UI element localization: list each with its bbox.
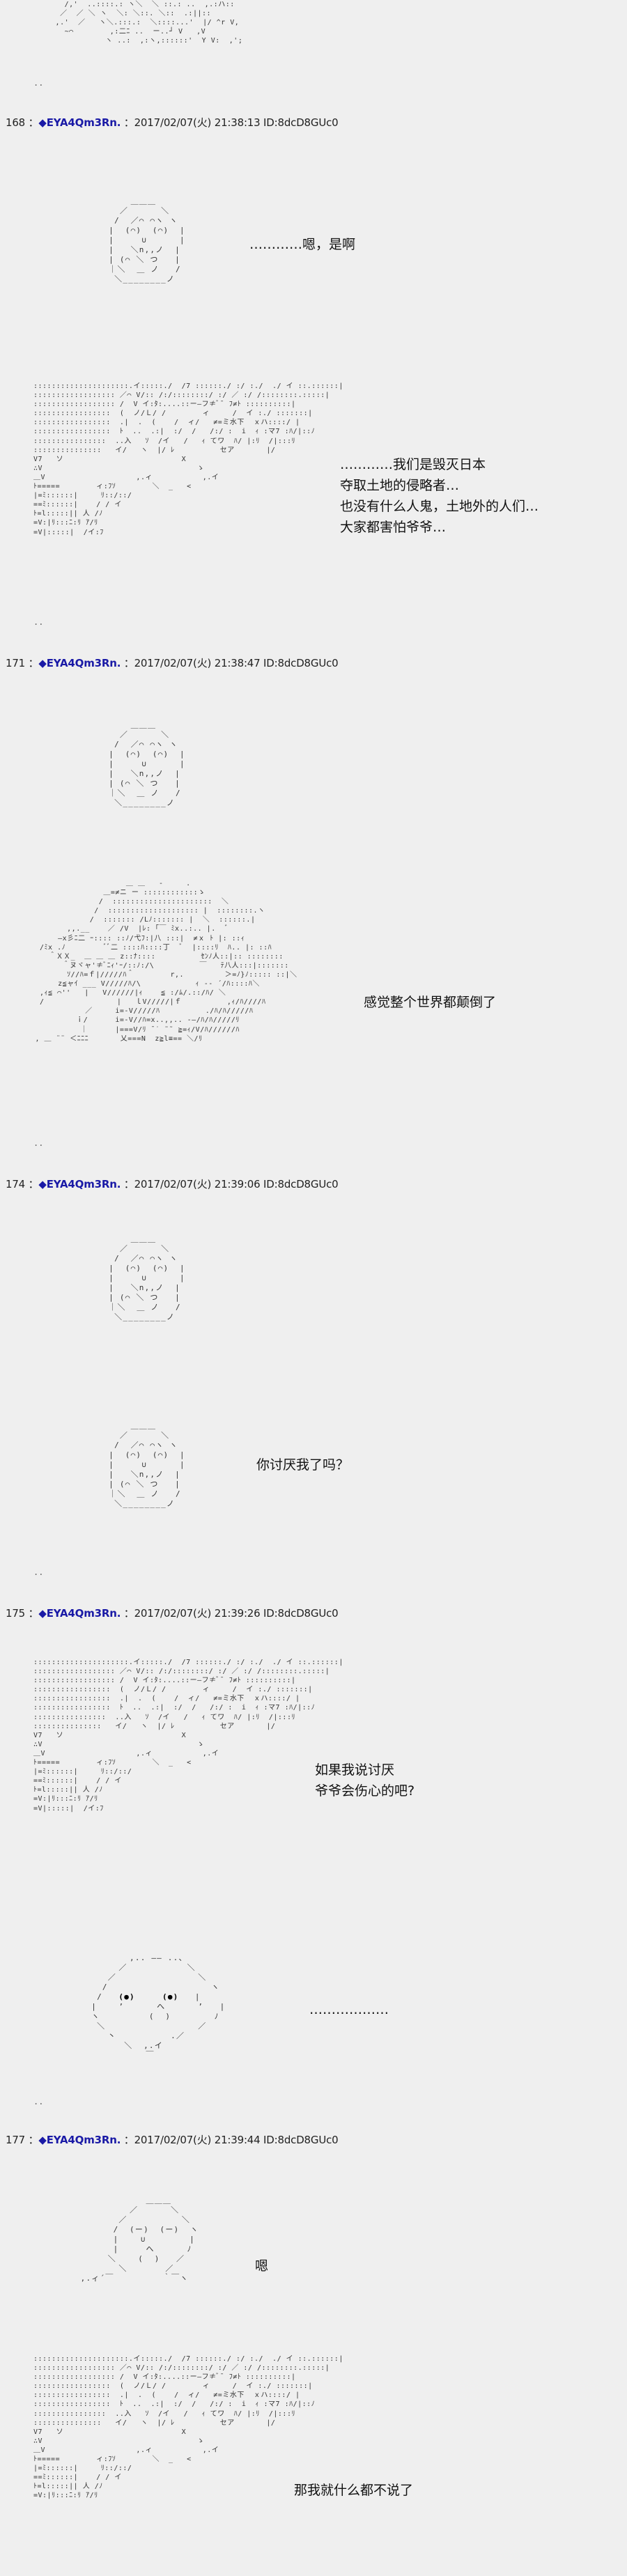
trip-diamond-icon: ◆ [38,1178,47,1190]
post-meta: 2017/02/07(火) 21:39:44 ID:8dcD8GUc0 [134,2134,339,2146]
separator-dots: .. [33,1138,44,1148]
post-header-174: 174 ：◆EYA4Qm3Rn. ：2017/02/07(火) 21:39:06… [6,1178,339,1190]
ascii-art-scene-171: ＿ ＿ - . ＿=≠ニ ー ::::::::::::ゝ / :::::::::… [35,880,297,1043]
dialog-text: 如果我说讨厌 爷爷会伤心的吧? [315,1762,415,1799]
ascii-art-face-175: ,.. ―― ..、 ／ ＼ ／ ＼ / ヽ / (●) (●) | | ’ へ… [91,1953,226,2060]
ascii-art-face-174b: ＿＿＿ ／ ＼ / ／⌒ ⌒ヽ ヽ | (⌒) (⌒) | | ∪ | | ＼n… [109,1421,185,1508]
ascii-art-scene-168: :::::::::::::::::::::.イ:::::./ /7 ::::::… [33,382,343,536]
poster-name[interactable]: EYA4Qm3Rn. [46,1607,121,1620]
ascii-art-top-remnant: /,' ..::::.: ヽ＼ ＼ ::.: .. ,.:ハ:: ／ ／ ＼ ヽ… [55,1,243,45]
post-number: 171 [6,657,26,669]
post-header-168: 168 ：◆EYA4Qm3Rn. ：2017/02/07(火) 21:38:13… [6,116,339,129]
dialog-text: ……………… [309,2002,389,2017]
separator-dots: .. [33,1567,44,1577]
post-number: 168 [6,116,26,129]
post-header-177: 177 ：◆EYA4Qm3Rn. ：2017/02/07(火) 21:39:44… [6,2134,339,2146]
post-number: 174 [6,1178,26,1190]
separator-dots: .. [33,2097,44,2106]
separator-dots: .. [33,617,44,627]
dialog-text: 你讨厌我了吗？ [256,1457,350,1473]
ascii-art-scene-175: :::::::::::::::::::::.イ:::::./ /7 ::::::… [33,1659,343,1813]
post-meta: 2017/02/07(火) 21:39:26 ID:8dcD8GUc0 [134,1607,339,1620]
ascii-art-face-177: ＿＿＿ ／ ＼ ／ ＼ / (ー) (ー) ヽ | ∪ | | へ ﾉ ＼ ( … [80,2196,199,2283]
ascii-art-face-174a: ＿＿＿ ／ ＼ / ／⌒ ⌒ヽ ヽ | (⌒) (⌒) | | ∪ | | ＼n… [109,1234,185,1321]
dialog-text: 那我就什么都不说了 [294,2483,414,2498]
ascii-art-face-168: ＿＿＿ ／ ＼ / ／⌒ ⌒ヽ ヽ | (⌒) (⌒) | | ∪ | | ＼n… [109,196,185,284]
dialog-text: 感觉整个世界都颠倒了 [364,995,497,1010]
post-meta: 2017/02/07(火) 21:38:13 ID:8dcD8GUc0 [134,116,339,129]
post-meta: 2017/02/07(火) 21:38:47 ID:8dcD8GUc0 [134,657,339,669]
ascii-art-scene-177: :::::::::::::::::::::.イ:::::./ /7 ::::::… [33,2355,343,2500]
post-header-171: 171 ：◆EYA4Qm3Rn. ：2017/02/07(火) 21:38:47… [6,657,339,669]
trip-diamond-icon: ◆ [38,1607,47,1620]
trip-diamond-icon: ◆ [38,657,47,669]
ascii-art-face-171: ＿＿＿ ／ ＼ / ／⌒ ⌒ヽ ヽ | (⌒) (⌒) | | ∪ | | ＼n… [109,720,185,807]
poster-name[interactable]: EYA4Qm3Rn. [46,116,121,129]
poster-name[interactable]: EYA4Qm3Rn. [46,1178,121,1190]
post-number: 175 [6,1607,26,1620]
dialog-text: 嗯 [255,2258,269,2274]
post-meta: 2017/02/07(火) 21:39:06 ID:8dcD8GUc0 [134,1178,339,1190]
separator-dots: .. [33,78,44,88]
dialog-text: …………我们是毁灭日本 夺取土地的侵略者… 也没有什么人鬼，土地外的人们… 大家… [340,457,539,535]
poster-name[interactable]: EYA4Qm3Rn. [46,2134,121,2146]
dialog-text: …………嗯，是啊 [249,237,356,252]
poster-name[interactable]: EYA4Qm3Rn. [46,657,121,669]
post-number: 177 [6,2134,26,2146]
post-header-175: 175 ：◆EYA4Qm3Rn. ：2017/02/07(火) 21:39:26… [6,1607,339,1620]
trip-diamond-icon: ◆ [38,116,47,129]
trip-diamond-icon: ◆ [38,2134,47,2146]
